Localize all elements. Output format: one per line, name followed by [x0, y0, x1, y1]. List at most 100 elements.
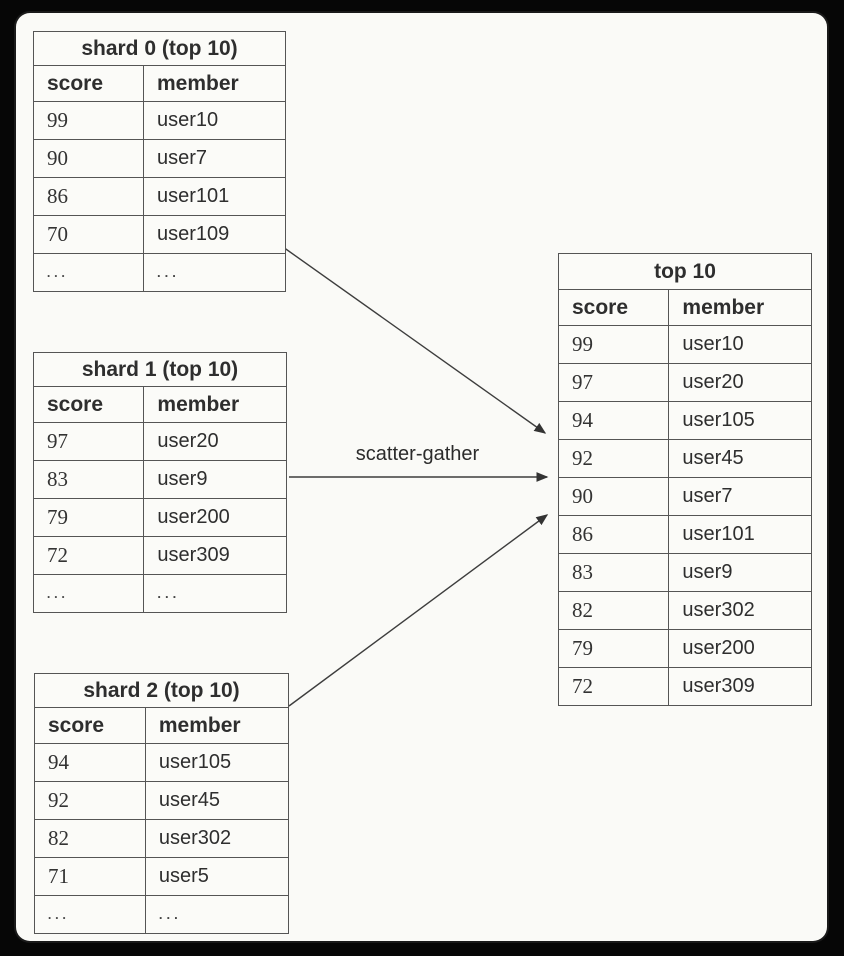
table-row: ......	[32, 574, 287, 613]
score-column-header: score	[32, 386, 145, 423]
shard0-title: shard 0 (top 10)	[33, 31, 286, 66]
table-title-row: shard 2 (top 10)	[34, 673, 289, 708]
member-cell: user9	[143, 460, 287, 499]
score-cell: 92	[34, 781, 146, 820]
table-header-row: score member	[557, 289, 812, 326]
member-cell: user109	[143, 215, 286, 254]
member-cell: ...	[144, 895, 290, 934]
score-cell: 94	[557, 401, 670, 440]
member-cell: user7	[668, 477, 812, 516]
score-cell: 94	[34, 743, 146, 782]
score-cell: 71	[34, 857, 146, 896]
score-cell: 79	[557, 629, 670, 668]
member-cell: ...	[143, 253, 286, 292]
member-cell: user10	[668, 325, 812, 364]
score-cell: 82	[34, 819, 146, 858]
member-column-header: member	[668, 289, 812, 326]
member-cell: user5	[144, 857, 290, 896]
score-cell: ...	[34, 895, 146, 934]
member-cell: user105	[668, 401, 812, 440]
score-cell: 86	[33, 177, 144, 216]
score-cell: 86	[557, 515, 670, 554]
member-cell: user45	[144, 781, 290, 820]
member-cell: user7	[143, 139, 286, 178]
member-cell: user200	[668, 629, 812, 668]
member-column-header: member	[144, 707, 290, 744]
member-cell: user10	[143, 101, 286, 140]
table-header-row: score member	[33, 65, 286, 102]
member-cell: user9	[668, 553, 812, 592]
member-cell: user20	[143, 422, 287, 461]
member-cell: user101	[668, 515, 812, 554]
member-cell: user105	[144, 743, 290, 782]
score-cell: 79	[32, 498, 145, 537]
score-cell: 72	[32, 536, 145, 575]
table-header-row: score member	[34, 707, 290, 744]
score-cell: 99	[557, 325, 670, 364]
table-title-row: shard 1 (top 10)	[33, 352, 287, 387]
score-cell: 83	[32, 460, 145, 499]
table-header-row: score member	[32, 386, 287, 423]
score-cell: ...	[32, 574, 145, 613]
score-cell: 72	[557, 667, 670, 706]
member-cell: user302	[144, 819, 290, 858]
member-cell: user200	[143, 498, 287, 537]
table-row: ......	[34, 895, 290, 934]
score-cell: 92	[557, 439, 670, 478]
score-cell: 82	[557, 591, 670, 630]
shard2-title: shard 2 (top 10)	[34, 673, 289, 708]
member-cell: user302	[668, 591, 812, 630]
score-cell: 97	[557, 363, 670, 402]
score-cell: 90	[557, 477, 670, 516]
member-cell: user309	[668, 667, 812, 706]
score-column-header: score	[557, 289, 670, 326]
member-cell: user45	[668, 439, 812, 478]
table-row: ......	[33, 253, 286, 292]
score-cell: 83	[557, 553, 670, 592]
score-cell: 90	[33, 139, 144, 178]
member-cell: user101	[143, 177, 286, 216]
score-column-header: score	[34, 707, 146, 744]
scatter-gather-label: scatter-gather	[355, 443, 480, 465]
score-column-header: score	[33, 65, 144, 102]
top10-title: top 10	[558, 253, 812, 290]
member-cell: user309	[143, 536, 287, 575]
table-title-row: top 10	[558, 253, 812, 290]
score-cell: 97	[32, 422, 145, 461]
member-column-header: member	[143, 65, 286, 102]
score-cell: ...	[33, 253, 144, 292]
member-cell: ...	[143, 574, 287, 613]
member-cell: user20	[668, 363, 812, 402]
shard1-title: shard 1 (top 10)	[33, 352, 287, 387]
score-cell: 99	[33, 101, 144, 140]
table-title-row: shard 0 (top 10)	[33, 31, 286, 66]
score-cell: 70	[33, 215, 144, 254]
